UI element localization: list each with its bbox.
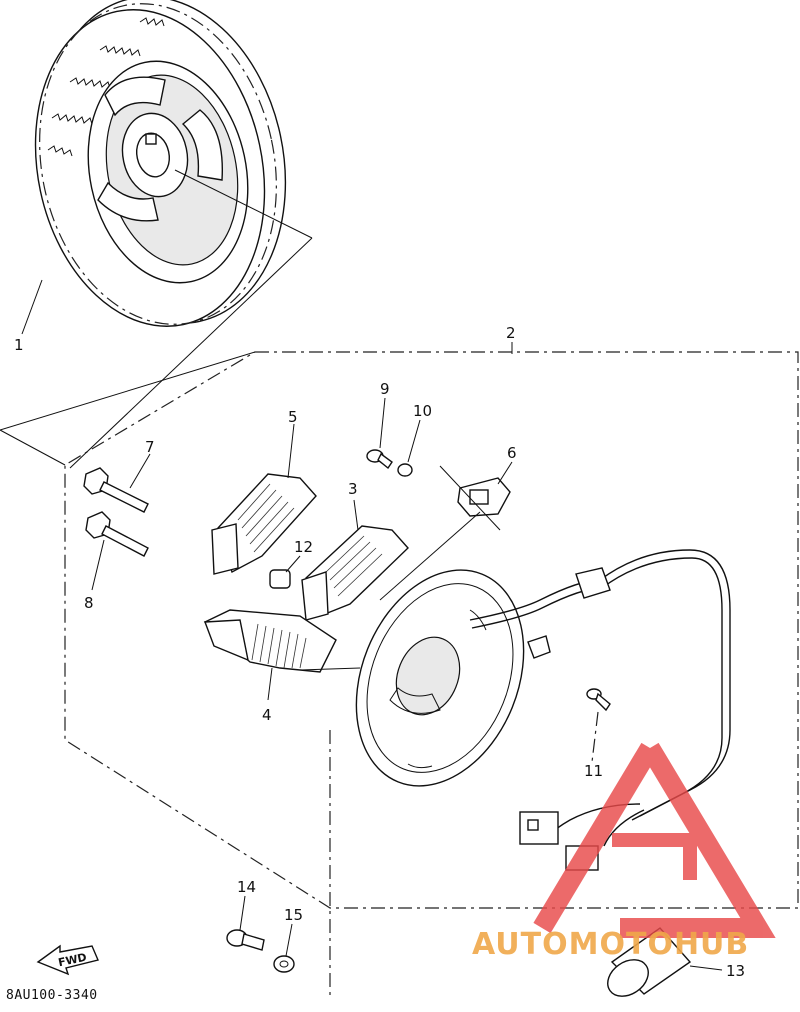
callout-14: 14 <box>237 878 256 896</box>
part-11-screw <box>586 688 611 763</box>
part-2-stator-assembly-outline <box>0 169 799 909</box>
stator-base-plate <box>299 465 731 871</box>
part-4-pickup-coil <box>203 609 337 701</box>
fwd-arrow-icon <box>36 944 99 976</box>
callout-12: 12 <box>294 538 313 556</box>
callout-10: 10 <box>413 402 432 420</box>
callout-4: 4 <box>262 706 272 724</box>
callout-15: 15 <box>284 906 303 924</box>
part-3-lighting-coil <box>301 499 409 621</box>
callout-1: 1 <box>14 336 24 354</box>
callout-13: 13 <box>726 962 745 980</box>
callout-6: 6 <box>507 444 517 462</box>
part-12-collar <box>269 555 301 589</box>
callout-9: 9 <box>380 380 390 398</box>
part-15-washer <box>273 923 295 973</box>
part-10-washer <box>397 419 421 477</box>
part-7-bolt <box>83 453 151 513</box>
watermark-logo-icon <box>533 742 776 938</box>
part-14-bolt <box>226 895 265 951</box>
callout-2: 2 <box>506 324 516 342</box>
drawing-code: 8AU100-3340 <box>6 988 98 1003</box>
callout-5: 5 <box>288 408 298 426</box>
part-9-screw <box>366 397 393 470</box>
callout-8: 8 <box>84 594 94 612</box>
callout-3: 3 <box>348 480 358 498</box>
part-13-cap <box>607 927 723 997</box>
callout-11: 11 <box>584 762 603 780</box>
watermark-text: AUTOMOTOHUB <box>472 927 749 962</box>
callout-7: 7 <box>145 438 155 456</box>
fwd-label: FWD <box>57 951 88 970</box>
part-8-bolt <box>85 511 149 591</box>
part-6-sensor <box>457 461 513 517</box>
part-5-charge-coil <box>211 423 317 575</box>
part-1-flywheel-rotor <box>21 0 287 335</box>
